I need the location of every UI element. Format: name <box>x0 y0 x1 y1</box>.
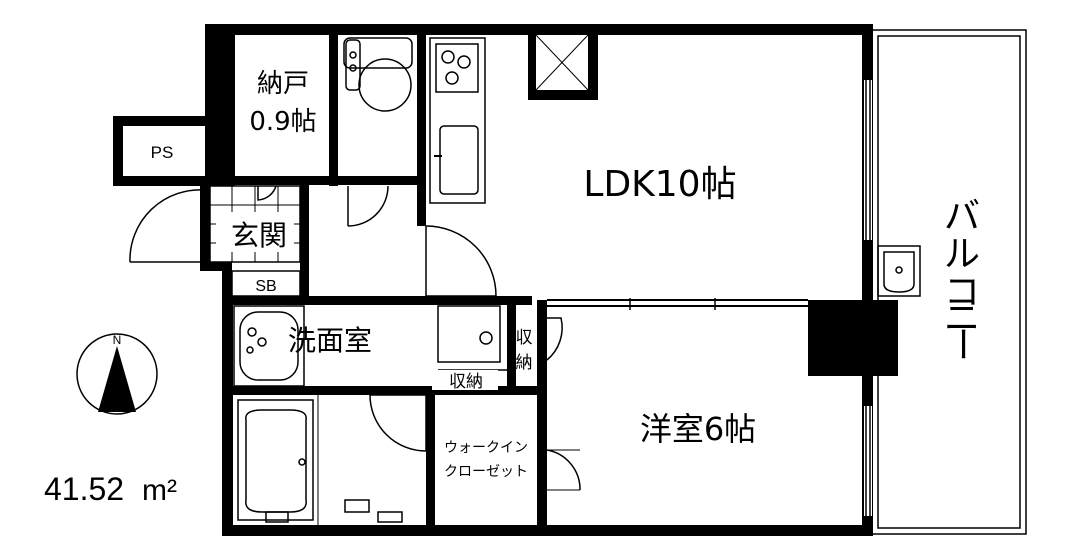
sliding-partition <box>547 298 808 310</box>
kitchen <box>429 34 589 204</box>
closet-small-label: 収納 <box>449 372 483 392</box>
ldk-label: LDK10帖 <box>583 164 736 205</box>
washroom-label: 洗面室 <box>288 324 372 357</box>
entrance-label: 玄関 <box>231 219 287 252</box>
balcony-label-1: バ <box>944 196 980 237</box>
walk-in-closet-label-2: クローゼット <box>444 464 528 480</box>
ps-label: PS <box>151 143 174 162</box>
doors <box>129 185 581 491</box>
balcony-label-4: ニ <box>944 298 980 339</box>
balcony-label-2: ル <box>944 234 980 275</box>
compass-north-label: N <box>113 333 122 347</box>
area-value: 41.52 <box>44 471 124 507</box>
walk-in-closet-label-1: ウォークイン <box>444 440 528 456</box>
entrance-floor <box>209 185 301 297</box>
windows <box>864 80 872 516</box>
western-room-label: 洋室6帖 <box>640 410 756 448</box>
room-labels: 納戸 0.9帖 PS 玄関 SB LDK10帖 洗面室 収納 収 納 ウォークイ… <box>151 69 982 480</box>
closet-vertical-label-1: 収 <box>516 328 533 348</box>
toilet-fixture <box>343 37 413 112</box>
closet-vertical-label-2: 納 <box>516 353 533 373</box>
area-unit: m² <box>142 474 177 507</box>
balcony-label-5: ー <box>941 326 982 362</box>
bath-fixtures <box>237 395 403 525</box>
storage-size: 0.9帖 <box>249 107 316 137</box>
area-info: 41.52 m² <box>44 471 177 507</box>
shoe-box-label: SB <box>255 278 276 295</box>
compass: N <box>76 333 158 415</box>
pipe-space <box>113 116 207 186</box>
balcony-label-3: コ <box>944 272 980 313</box>
storage-name: 納戸 <box>257 69 309 99</box>
balcony-sink <box>877 245 921 297</box>
